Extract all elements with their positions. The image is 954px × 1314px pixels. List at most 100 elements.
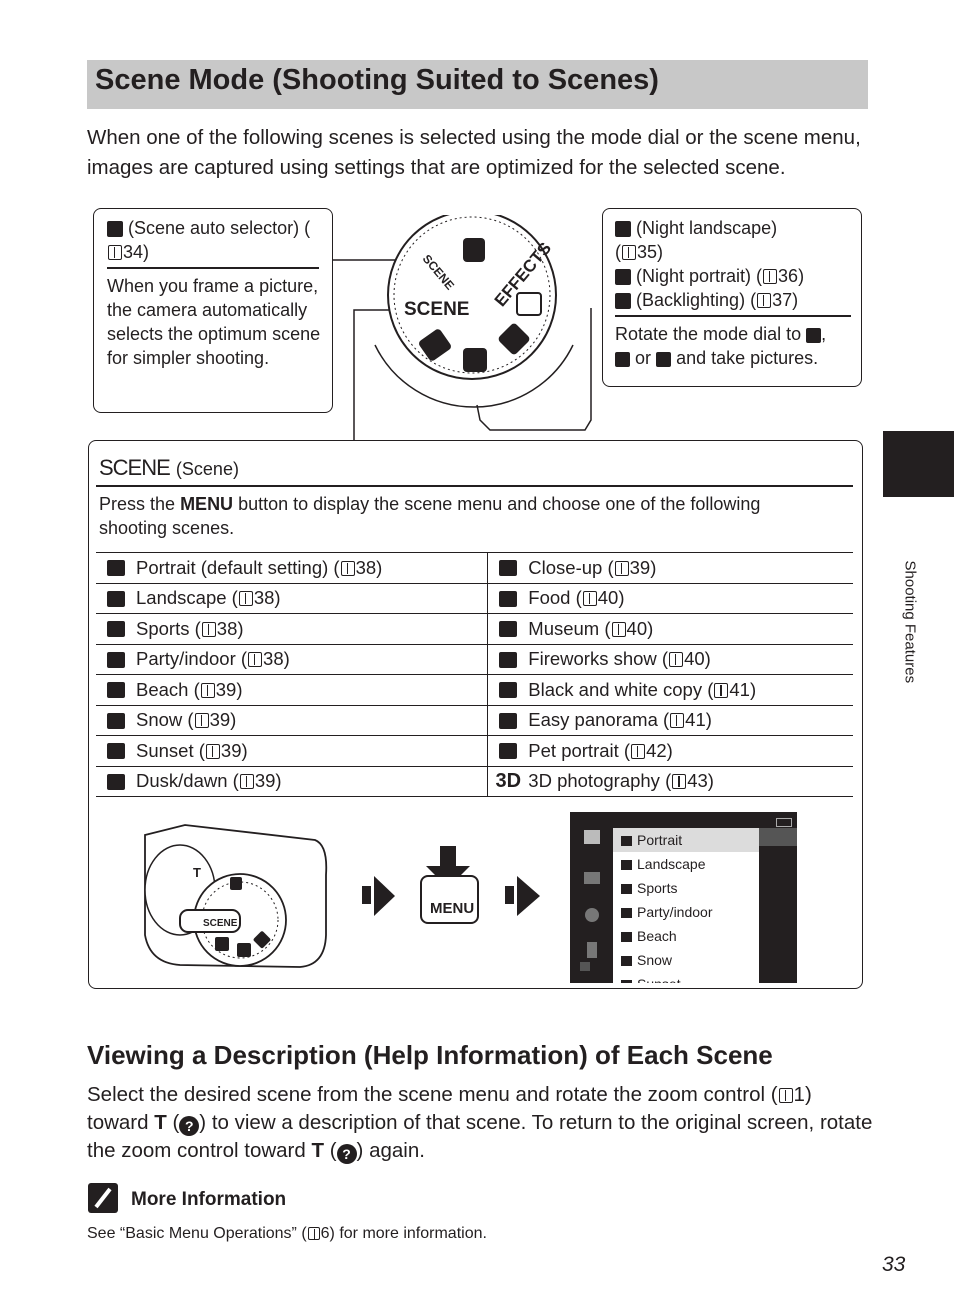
night-landscape-icon: [215, 937, 229, 951]
menu-item[interactable]: Beach: [613, 924, 759, 948]
scene-label: Snow (: [136, 709, 194, 731]
arrow-right-icon: [362, 876, 395, 916]
menu-item[interactable]: Landscape: [613, 852, 759, 876]
night-portrait-icon: [615, 352, 630, 367]
book-ref-icon: [622, 245, 636, 260]
chapter-label: Shooting Features: [901, 560, 919, 684]
more-info-text: See “Basic Menu Operations” (6) for more…: [87, 1225, 487, 1242]
book-ref-icon: [200, 682, 215, 698]
scene-label: Pet portrait (: [528, 739, 631, 761]
scene-description: Press the MENU button to display the sce…: [99, 494, 761, 538]
scene-label: Party/indoor (: [136, 648, 248, 670]
book-ref-icon: [205, 743, 220, 759]
book-ref-icon: [669, 652, 684, 668]
scene-small-icon: [621, 908, 632, 918]
sunset-icon: [107, 743, 125, 760]
help-icon: ?: [179, 1116, 200, 1136]
book-ref-icon: [582, 591, 597, 607]
night-landscape-icon: [419, 329, 451, 361]
scene-label: Food (: [528, 587, 582, 609]
book-ref-icon: [670, 713, 685, 729]
more-info-title: More Information: [131, 1189, 287, 1210]
book-ref-icon: [307, 1227, 320, 1240]
book-ref-icon: [757, 293, 772, 308]
book-ref-icon: [714, 682, 729, 698]
intro-paragraph: When one of the following scenes is sele…: [87, 126, 861, 179]
night-landscape-icon: [615, 221, 631, 237]
menu-item[interactable]: Snow: [613, 948, 759, 972]
camera-icon: [230, 877, 242, 890]
book-ref-icon: [239, 774, 254, 790]
scene-label: Landscape (: [136, 587, 238, 609]
scene-auto-icon: [107, 221, 123, 237]
book-ref-icon: [201, 621, 216, 637]
scene-auto-body: When you frame a picture, the camera aut…: [107, 276, 321, 368]
pet-icon: [499, 743, 518, 760]
book-ref-icon: [763, 269, 778, 284]
backlighting-icon: [656, 352, 672, 367]
book-ref-icon: [238, 591, 253, 607]
section-heading: Viewing a Description (Help Information)…: [87, 1040, 773, 1070]
scene-row: Landscape (38)Food (40): [96, 582, 853, 614]
book-ref-icon: [631, 743, 646, 759]
book-ref-icon: [611, 621, 626, 637]
sports-icon: [107, 621, 125, 638]
page-title: Scene Mode (Shooting Suited to Scenes): [95, 64, 659, 96]
scene-label: Fireworks show (: [528, 648, 669, 670]
book-ref-icon: [194, 713, 209, 729]
zoom-t-icon: T: [311, 1139, 325, 1162]
help-icon: ?: [336, 1144, 357, 1164]
scene-small-icon: [621, 836, 632, 846]
dusk-icon: [107, 773, 125, 790]
battery-icon: [776, 818, 792, 827]
scene-small-icon: [621, 932, 632, 942]
zoom-t-icon: T: [154, 1111, 167, 1134]
menu-item[interactable]: Sports: [613, 876, 759, 900]
3d-icon: 3D: [495, 769, 522, 792]
scene-label: Easy panorama (: [528, 709, 670, 731]
scene-row: Sunset (39)Pet portrait (42): [96, 735, 853, 767]
arrow-right-icon: [505, 876, 540, 916]
movie-icon: [516, 292, 542, 316]
fireworks-icon: [499, 651, 518, 668]
panorama-icon: [499, 712, 518, 729]
help-tab-icon: [580, 962, 590, 971]
scene-row: Party/indoor (38)Fireworks show (40): [96, 643, 853, 675]
backlighting-icon: [498, 323, 530, 355]
scene-label: Beach (: [136, 678, 200, 700]
menu-item[interactable]: Portrait: [613, 828, 759, 852]
menu-item[interactable]: Sunset: [613, 972, 759, 983]
scene-small-icon: [621, 860, 632, 870]
help-paragraph: Select the desired scene from the scene …: [87, 1081, 877, 1165]
camera-top-illustration: SCENE T: [144, 824, 328, 968]
note-pencil-icon: [88, 1183, 118, 1213]
book-ref-icon: [778, 1088, 793, 1103]
scene-row: Snow (39)Easy panorama (41): [96, 704, 853, 736]
night-portrait-icon: [463, 348, 487, 372]
book-ref-icon: [614, 560, 629, 576]
night-portrait-icon: [237, 943, 251, 957]
scene-auto-heading: (Scene auto selector) (: [128, 218, 311, 238]
title-bar: [87, 60, 868, 109]
scene-label: Sports (: [136, 617, 201, 639]
menu-button-illustration: MENU: [420, 846, 479, 924]
page-number: 33: [882, 1253, 906, 1276]
scene-label: Portrait (default setting) (: [136, 556, 340, 578]
scene-row: Sports (38)Museum (40): [96, 613, 853, 645]
scene-label: Black and white copy (: [528, 678, 714, 700]
night-landscape-icon: [806, 328, 822, 343]
book-ref-icon: [672, 774, 687, 790]
menu-item[interactable]: Party/indoor: [613, 900, 759, 924]
scene-tab-icon: [584, 830, 600, 844]
night-portrait-icon: [615, 269, 631, 285]
beach-icon: [107, 682, 125, 699]
chapter-tab: [883, 431, 954, 497]
setup-tab-icon: [587, 942, 597, 958]
camera-scene-label: SCENE: [203, 918, 238, 929]
zoom-t-mark: T: [193, 865, 201, 880]
backlighting-icon: [253, 931, 271, 949]
scene-label: Dusk/dawn (: [136, 770, 239, 792]
menu-button-label: MENU: [430, 900, 474, 917]
party-icon: [107, 651, 125, 668]
